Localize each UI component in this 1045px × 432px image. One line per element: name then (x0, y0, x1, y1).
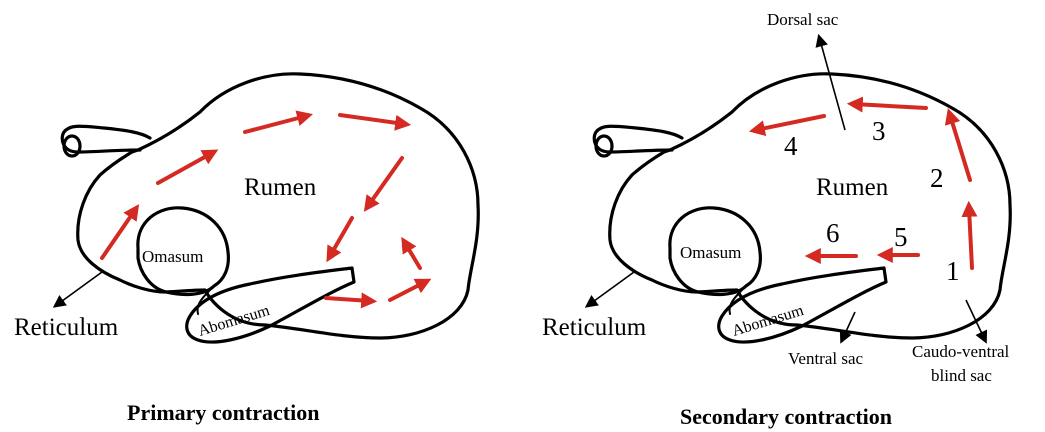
primary-contraction-caption: Primary contraction (127, 400, 319, 425)
abomasum-label: Abomasum (196, 302, 272, 340)
reticulum-pointer (58, 272, 102, 304)
red-arrow (326, 298, 370, 301)
esophagus-outline (594, 126, 682, 152)
red-arrow-step-2 (950, 115, 970, 180)
step-number-5: 5 (894, 222, 908, 252)
red-arrow (340, 115, 404, 124)
reticulum-label: Reticulum (542, 314, 647, 341)
red-arrow (245, 116, 306, 132)
omasum-label: Omasum (680, 243, 741, 262)
step-number-3: 3 (872, 116, 886, 146)
secondary-contraction-caption: Secondary contraction (680, 404, 892, 429)
red-arrow (368, 158, 402, 206)
primary-contraction-panel (62, 74, 478, 342)
step-number-2: 2 (930, 163, 944, 193)
abomasum-label: Abomasum (730, 302, 806, 340)
step-number-6: 6 (826, 218, 840, 248)
secondary-contraction-panel (594, 74, 1010, 342)
step-number-4: 4 (784, 131, 798, 161)
omasum-label: Omasum (142, 247, 203, 266)
ventral-sac-label: Ventral sac (788, 349, 864, 368)
rumen-label: Rumen (816, 174, 889, 201)
esophagus-outline (62, 126, 150, 152)
rumen-outline (78, 74, 479, 338)
dorsal-sac-label: Dorsal sac (767, 10, 839, 29)
reticulum-pointer (590, 272, 634, 304)
reticulum-label: Reticulum (14, 314, 119, 341)
red-arrow-step-4 (756, 116, 824, 130)
caudo-ventral-label-line2: blind sac (931, 366, 992, 385)
red-arrow (158, 153, 212, 183)
red-arrow (102, 210, 135, 258)
red-arrow-step-3 (854, 104, 926, 108)
red-arrow (330, 218, 352, 256)
red-arrow-step-1 (969, 208, 972, 268)
rumen-label: Rumen (244, 174, 317, 201)
red-arrow (390, 282, 425, 300)
red-arrow (405, 243, 420, 268)
step-number-1: 1 (946, 256, 960, 286)
caudo-ventral-label-line1: Caudo-ventral (912, 342, 1010, 361)
